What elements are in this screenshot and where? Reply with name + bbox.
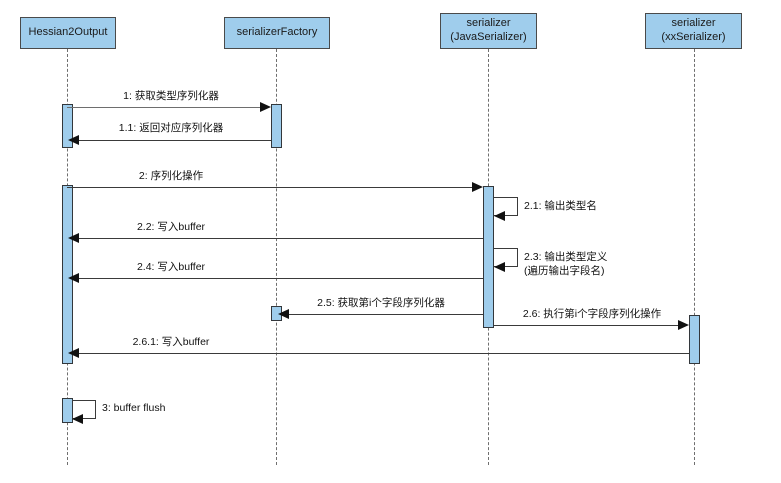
lifeline-header-javaserializer[interactable]: serializer (JavaSerializer) <box>440 13 537 49</box>
activation-serializerfactory-1 <box>271 104 282 148</box>
message-arrowhead-m1 <box>260 102 271 112</box>
message-arrowhead-m2_4 <box>68 273 79 283</box>
message-line-m2_6 <box>494 325 680 326</box>
message-line-m2_2 <box>72 238 483 239</box>
lifeline-header-label: Hessian2Output <box>28 26 108 39</box>
message-line-m2 <box>67 187 479 188</box>
message-label-m2_5: 2.5: 获取第i个字段序列化器 <box>317 297 445 309</box>
message-label-m2_2: 2.2: 写入buffer <box>136 221 206 233</box>
lifeline-xxserializer <box>694 49 695 465</box>
activation-hessian2output-1 <box>62 104 73 148</box>
message-label-m2_4: 2.4: 写入buffer <box>136 261 206 273</box>
lifeline-header-serializerfactory[interactable]: serializerFactory <box>224 17 330 49</box>
message-line-m1 <box>67 107 267 108</box>
message-arrowhead-m2_6 <box>678 320 689 330</box>
lifeline-header-label: serializer (JavaSerializer) <box>450 17 527 43</box>
message-arrowhead-m2_1 <box>494 211 505 221</box>
message-selfcall-m2_3 <box>494 248 518 267</box>
message-selfcall-m3 <box>72 400 96 419</box>
message-label-m3: 3: buffer flush <box>102 402 166 414</box>
lifeline-serializerfactory <box>276 49 277 465</box>
lifeline-header-hessian2output[interactable]: Hessian2Output <box>20 17 116 49</box>
lifeline-header-label: serializer (xxSerializer) <box>661 17 726 43</box>
message-label-m2_1: 2.1: 输出类型名 <box>524 200 597 212</box>
activation-javaserializer-1 <box>483 186 494 328</box>
message-label-m2: 2: 序列化操作 <box>138 170 204 182</box>
message-line-m2_6_1 <box>72 353 689 354</box>
message-arrowhead-m2_3 <box>494 262 505 272</box>
activation-hessian2output-3 <box>62 398 73 423</box>
lifeline-header-xxserializer[interactable]: serializer (xxSerializer) <box>645 13 742 49</box>
message-label-m1: 1: 获取类型序列化器 <box>123 90 219 102</box>
message-arrowhead-m2_5 <box>278 309 289 319</box>
message-line-m2_4 <box>72 278 483 279</box>
message-arrowhead-m2 <box>472 182 483 192</box>
message-arrowhead-m2_6_1 <box>68 348 79 358</box>
message-line-m1_1 <box>72 140 271 141</box>
message-label-m2_6_1: 2.6.1: 写入buffer <box>132 336 210 348</box>
message-label-m1_1: 1.1: 返回对应序列化器 <box>118 122 224 134</box>
activation-xxserializer-1 <box>689 315 700 364</box>
lifeline-header-label: serializerFactory <box>236 26 318 39</box>
message-arrowhead-m2_2 <box>68 233 79 243</box>
message-label-m2_6: 2.6: 执行第i个字段序列化操作 <box>522 308 662 320</box>
message-arrowhead-m3 <box>72 414 83 424</box>
message-label-m2_3: 2.3: 输出类型定义 (遍历输出字段名) <box>524 251 608 277</box>
message-selfcall-m2_1 <box>494 197 518 216</box>
message-line-m2_5 <box>282 314 483 315</box>
message-arrowhead-m1_1 <box>68 135 79 145</box>
